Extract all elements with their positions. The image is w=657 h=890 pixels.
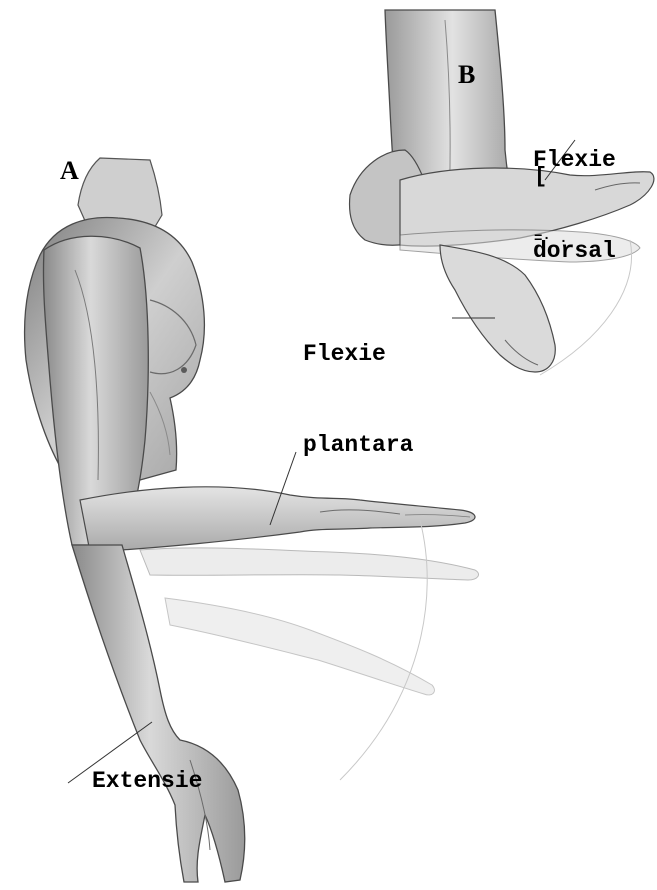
flexie-dorsal-label: Flexie dorsal	[533, 84, 616, 327]
forearm-ghost-2	[165, 598, 434, 695]
forearm-horizontal	[80, 487, 475, 552]
flexie-dorsal-line-2: dorsal	[533, 236, 616, 266]
extensie-label: Extensie	[92, 766, 202, 796]
flexie-plantara-line-2: plantara	[303, 430, 413, 460]
panel-b-letter: B	[458, 62, 475, 88]
flexie-plantara-label: Flexie plantara	[303, 278, 413, 521]
forearm-extended	[72, 545, 245, 882]
flexie-dorsal-line-1: Flexie	[533, 145, 616, 175]
flexie-plantara-line-1: Flexie	[303, 339, 413, 369]
panel-a-letter: A	[60, 158, 79, 184]
